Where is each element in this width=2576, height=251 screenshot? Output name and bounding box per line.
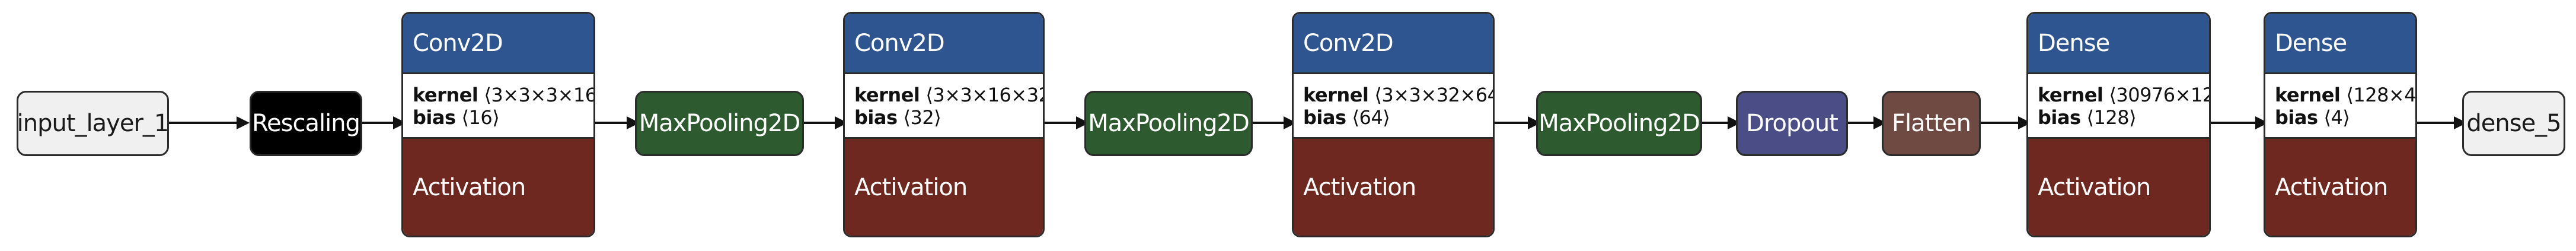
- connector-conv3-pool3: [1495, 122, 1528, 124]
- input-layer-node: input_layer_1: [17, 91, 169, 156]
- connector-input-rescaling: [169, 122, 237, 124]
- conv2d-layer-2: Conv2D kernel⟨3×3×16×32⟩ bias⟨32⟩ Activa…: [843, 12, 1045, 237]
- maxpooling-node-3: MaxPooling2D: [1536, 91, 1702, 156]
- bias-label: bias: [2275, 106, 2318, 129]
- flatten-label: Flatten: [1892, 110, 1971, 137]
- bias-row: bias⟨16⟩: [413, 106, 593, 129]
- connector-pool2-conv3: [1253, 122, 1284, 124]
- input-layer-label: input_layer_1: [17, 110, 170, 137]
- connector-dense2-output: [2417, 122, 2454, 124]
- maxpooling-node-1: MaxPooling2D: [635, 91, 804, 156]
- maxpooling-label: MaxPooling2D: [639, 110, 801, 137]
- dropout-node: Dropout: [1736, 91, 1848, 156]
- kernel-row: kernel⟨3×3×16×32⟩: [854, 84, 1043, 106]
- kernel-row: kernel ⟨3×3×3×16⟩: [413, 84, 593, 106]
- bias-row: bias⟨4⟩: [2275, 106, 2415, 129]
- layer-params: kernel ⟨30976×128⟩ bias⟨128⟩: [2028, 74, 2209, 137]
- connector-conv2-pool2: [1045, 122, 1076, 124]
- layer-title: Conv2D: [403, 14, 593, 74]
- conv2d-layer-1: Conv2D kernel ⟨3×3×3×16⟩ bias⟨16⟩ Activat…: [401, 12, 595, 237]
- kernel-label: kernel: [854, 84, 920, 106]
- connector-flatten-dense1: [1981, 122, 2018, 124]
- dense-layer-1: Dense kernel ⟨30976×128⟩ bias⟨128⟩ Activa…: [2026, 12, 2211, 237]
- bias-shape: ⟨128⟩: [2086, 106, 2137, 129]
- activation-label: Activation: [2028, 137, 2209, 236]
- bias-label: bias: [854, 106, 898, 129]
- layer-title: Conv2D: [845, 14, 1043, 74]
- kernel-label: kernel: [2038, 84, 2103, 106]
- connector-dropout-flatten: [1848, 122, 1873, 124]
- activation-label: Activation: [2265, 137, 2415, 236]
- kernel-shape: ⟨3×3×32×64⟩: [1374, 84, 1495, 106]
- output-layer-node: dense_5: [2462, 91, 2565, 156]
- activation-label: Activation: [845, 137, 1043, 236]
- layer-params: kernel⟨128×4⟩ bias⟨4⟩: [2265, 74, 2415, 137]
- connector-rescaling-conv1: [362, 122, 393, 124]
- bias-shape: ⟨4⟩: [2323, 106, 2350, 129]
- bias-row: bias⟨128⟩: [2038, 106, 2209, 129]
- bias-label: bias: [1303, 106, 1346, 129]
- activation-label: Activation: [1294, 137, 1493, 236]
- kernel-row: kernel⟨128×4⟩: [2275, 84, 2415, 106]
- kernel-row: kernel ⟨30976×128⟩: [2038, 84, 2209, 106]
- layer-title: Conv2D: [1294, 14, 1493, 74]
- layer-params: kernel⟨3×3×32×64⟩ bias ⟨64⟩: [1294, 74, 1493, 137]
- kernel-label: kernel: [413, 84, 478, 106]
- bias-shape: ⟨64⟩: [1352, 106, 1390, 129]
- dense-layer-2: Dense kernel⟨128×4⟩ bias⟨4⟩ Activation: [2264, 12, 2417, 237]
- kernel-label: kernel: [1303, 84, 1369, 106]
- rescaling-label: Rescaling: [252, 110, 360, 137]
- connector-pool1-conv2: [804, 122, 835, 124]
- bias-row: bias ⟨64⟩: [1303, 106, 1493, 129]
- layer-title: Dense: [2028, 14, 2209, 74]
- bias-shape: ⟨32⟩: [903, 106, 941, 129]
- kernel-shape: ⟨3×3×16×32⟩: [925, 84, 1045, 106]
- bias-shape: ⟨16⟩: [461, 106, 500, 129]
- kernel-shape: ⟨30976×128⟩: [2109, 84, 2209, 106]
- dropout-label: Dropout: [1746, 110, 1838, 137]
- bias-label: bias: [413, 106, 456, 129]
- maxpooling-node-2: MaxPooling2D: [1084, 91, 1253, 156]
- flatten-node: Flatten: [1882, 91, 1981, 156]
- conv2d-layer-3: Conv2D kernel⟨3×3×32×64⟩ bias ⟨64⟩ Activa…: [1292, 12, 1495, 237]
- connector-dense1-dense2: [2211, 122, 2255, 124]
- bias-label: bias: [2038, 106, 2081, 129]
- output-layer-label: dense_5: [2466, 110, 2561, 137]
- kernel-shape: ⟨3×3×3×16⟩: [484, 84, 595, 106]
- connector-conv1-pool1: [595, 122, 627, 124]
- kernel-label: kernel: [2275, 84, 2341, 106]
- kernel-shape: ⟨128×4⟩: [2346, 84, 2417, 106]
- activation-label: Activation: [403, 137, 593, 236]
- layer-params: kernel⟨3×3×16×32⟩ bias⟨32⟩: [845, 74, 1043, 137]
- connector-pool3-dropout: [1702, 122, 1728, 124]
- rescaling-node: Rescaling: [250, 91, 362, 156]
- maxpooling-label: MaxPooling2D: [1538, 110, 1700, 137]
- maxpooling-label: MaxPooling2D: [1088, 110, 1250, 137]
- layer-title: Dense: [2265, 14, 2415, 74]
- arrowhead-icon: [237, 116, 250, 129]
- bias-row: bias⟨32⟩: [854, 106, 1043, 129]
- layer-params: kernel ⟨3×3×3×16⟩ bias⟨16⟩: [403, 74, 593, 137]
- kernel-row: kernel⟨3×3×32×64⟩: [1303, 84, 1493, 106]
